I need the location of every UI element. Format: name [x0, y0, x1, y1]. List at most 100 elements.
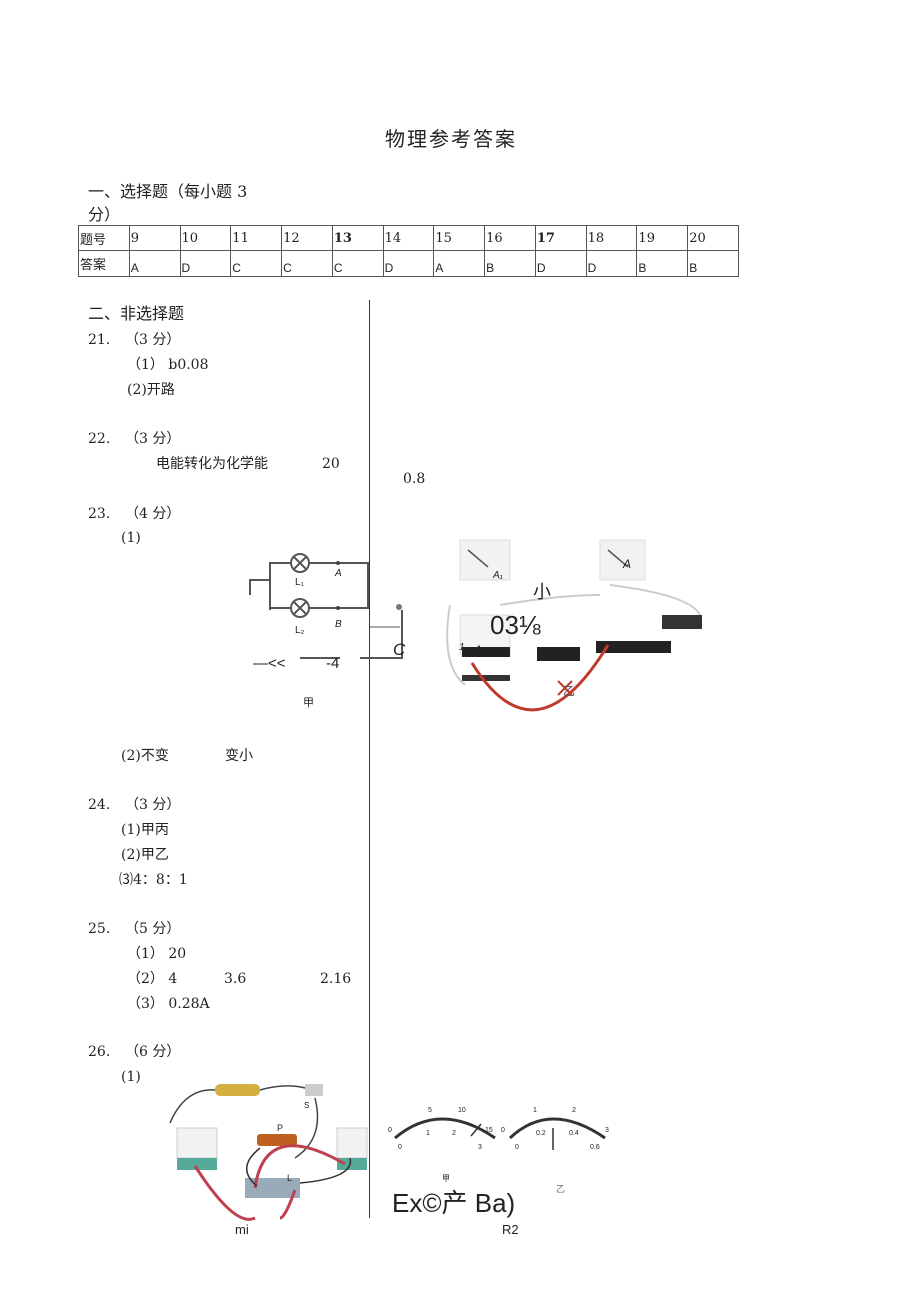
label-L2: L₂: [295, 625, 305, 636]
table-cell: C: [230, 250, 283, 277]
figure-mark-1: —<<: [253, 655, 286, 672]
figure-caption-right: R2: [502, 1222, 519, 1237]
q24-answer-2: (2)甲乙: [121, 847, 169, 863]
label-L1: L₁: [295, 577, 304, 588]
q26-part1: (1): [121, 1069, 141, 1085]
table-cell: D: [179, 250, 232, 277]
caption-jia: 甲: [442, 1174, 450, 1183]
figure-mark-1: 1: [459, 642, 465, 653]
label-P: P: [277, 1123, 284, 1133]
q23-score: （4 分）: [125, 506, 181, 522]
table-cell: 10: [179, 225, 232, 251]
circuit-diagram-jia: [249, 553, 403, 659]
scale2-bottom-06: 0.6: [590, 1144, 600, 1151]
q22-answer-2: 20: [322, 456, 340, 472]
row-header: 题号: [78, 225, 130, 251]
table-cell: B: [636, 250, 689, 277]
circuit-photo-yi: [446, 539, 702, 712]
scale1-top-5: 5: [428, 1107, 432, 1114]
table-row-numbers: 题号 9 10 11 12 13 14 15 16 17 18 19 20: [78, 225, 739, 251]
q25-label: 25.: [88, 921, 111, 937]
table-cell: C: [331, 250, 384, 277]
figure-mark-2: -4: [326, 655, 340, 672]
label-C: C: [393, 640, 406, 659]
table-cell: 16: [484, 225, 536, 251]
q22-label: 22.: [88, 431, 111, 447]
table-cell: A: [128, 250, 181, 277]
q25-answer-1: （1） 20: [127, 946, 187, 962]
q23-part2-b: 变小: [225, 748, 253, 764]
meter-scales: [394, 1117, 606, 1150]
garbled-text: Ex©产 Ba): [392, 1188, 516, 1218]
scale1-top-0: 0: [388, 1127, 392, 1134]
table-cell: D: [534, 250, 587, 277]
figure-text-small: 小: [533, 582, 551, 602]
q24-answer-1: (1)甲丙: [121, 822, 169, 838]
table-cell: 14: [382, 225, 435, 251]
scale1-bottom-3: 3: [478, 1144, 482, 1151]
q22-answer-1: 电能转化为化学能: [156, 456, 268, 472]
scale2-top-1: 1: [533, 1107, 537, 1114]
q22-answer-3: 0.8: [403, 471, 426, 487]
table-cell: 13: [331, 225, 384, 251]
q25-answer-2: （2） 4: [127, 971, 178, 987]
q23-part2-a: (2)不变: [121, 748, 169, 764]
scale1-bottom-0: 0: [398, 1144, 402, 1151]
q21-score: （3 分）: [125, 332, 181, 348]
scale2-top-3: 3: [605, 1127, 609, 1134]
scale2-bottom-02: 0.2: [536, 1130, 546, 1137]
answer-table: 题号 9 10 11 12 13 14 15 16 17 18 19 20 答案…: [78, 225, 739, 277]
label-B: B: [335, 619, 342, 630]
meter-label-A2: A₂: [474, 643, 487, 657]
meter-label-A: A: [623, 557, 632, 571]
table-cell: 17: [534, 225, 587, 251]
q21-label: 21.: [88, 332, 111, 348]
q24-score: （3 分）: [125, 797, 181, 813]
table-cell: 12: [281, 225, 333, 251]
table-cell: B: [484, 250, 536, 277]
scale2-bottom-0: 0: [515, 1144, 519, 1151]
page-title: 物理参考答案: [385, 127, 517, 151]
scale1-bottom-1: 1: [426, 1130, 430, 1137]
scale2-top-0: 0: [501, 1127, 505, 1134]
table-row-answers: 答案 A D C C C D A B D D B B: [78, 250, 739, 277]
q24-answer-3: ⑶4：8：1: [119, 872, 188, 888]
figure-caption-jia: 甲: [303, 696, 314, 709]
q21-answer-1: （1） b0.08: [127, 357, 209, 373]
label-L: L: [287, 1173, 293, 1183]
q25-answer-3: （3） 0.28A: [127, 996, 210, 1012]
table-cell: D: [382, 250, 435, 277]
table-cell: 19: [636, 225, 689, 251]
table-cell: D: [585, 250, 638, 277]
row-header: 答案: [78, 250, 130, 277]
table-cell: A: [433, 250, 486, 277]
scale2-top-2: 2: [572, 1107, 576, 1114]
figure-label-yi: 乙: [563, 684, 576, 698]
q23-part1: (1): [121, 530, 141, 546]
table-cell: 11: [230, 225, 283, 251]
label-A: A: [335, 568, 342, 579]
table-cell: 9: [128, 225, 181, 251]
scale1-top-15: 15: [485, 1127, 493, 1134]
q24-label: 24.: [88, 797, 111, 813]
q25-answer-2b: 3.6: [224, 971, 247, 987]
figure-caption-left: mi: [235, 1222, 249, 1237]
circuit-photo-left: [169, 1084, 368, 1221]
caption-yi: 乙: [556, 1185, 566, 1195]
section1-heading: 一、选择题（每小题 3: [88, 182, 248, 201]
table-cell: B: [687, 250, 739, 277]
figure-text-number: 03⅛: [490, 610, 541, 640]
q26-score: （6 分）: [125, 1044, 181, 1060]
table-cell: C: [281, 250, 333, 277]
scale2-bottom-04: 0.4: [569, 1130, 579, 1137]
scale1-bottom-2: 2: [452, 1130, 456, 1137]
q23-label: 23.: [88, 506, 111, 522]
table-cell: 15: [433, 225, 486, 251]
section2-heading: 二、非选择题: [88, 304, 185, 323]
section1-heading-cont: 分）: [88, 205, 121, 224]
q25-answer-2c: 2.16: [320, 971, 352, 987]
q22-score: （3 分）: [125, 431, 181, 447]
q25-score: （5 分）: [125, 921, 181, 937]
meter-label-A1: A₁: [493, 570, 503, 581]
scale1-top-10: 10: [458, 1107, 466, 1114]
